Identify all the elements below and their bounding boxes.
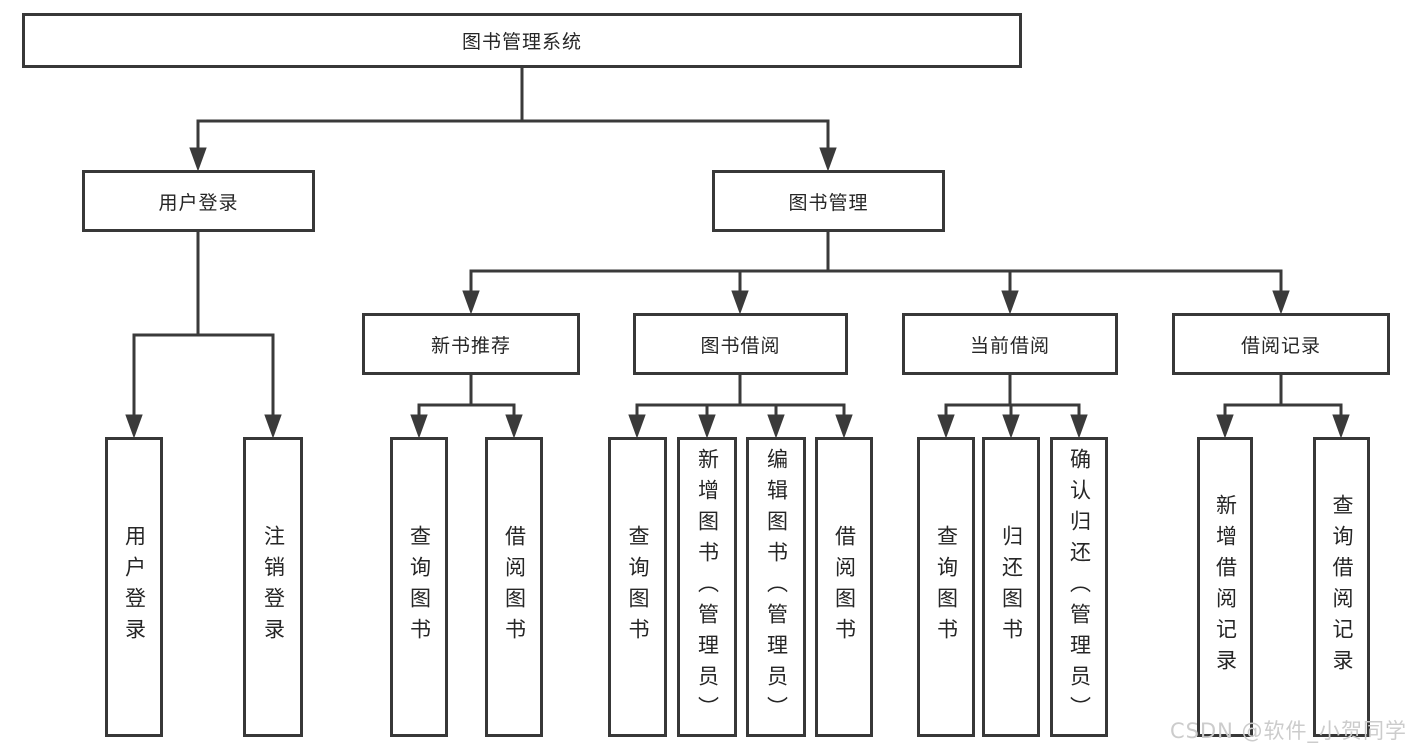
- leaf-edit-books-admin: 编辑图书（管理员）: [746, 437, 806, 737]
- leaf-query-borrow-record: 查询借阅记录: [1313, 437, 1370, 737]
- leaf-query-books-current-label: 查询图书: [934, 525, 959, 649]
- leaf-edit-books-admin-label: 编辑图书（管理员）: [764, 447, 789, 727]
- connector-new-book-rec-to-leaves: [410, 375, 523, 439]
- leaf-query-borrow-record-label: 查询借阅记录: [1330, 494, 1354, 680]
- leaf-query-books-borrow: 查询图书: [608, 437, 667, 737]
- node-user-login: 用户登录: [82, 170, 315, 232]
- leaf-add-books-admin-label: 新增图书（管理员）: [695, 447, 720, 727]
- connector-book-mgmt-to-level3: [462, 232, 1290, 315]
- leaf-confirm-return-admin: 确认归还（管理员）: [1050, 437, 1108, 737]
- node-current-borrowing: 当前借阅: [902, 313, 1118, 375]
- leaf-query-books-recommend: 查询图书: [390, 437, 448, 737]
- node-book-borrowing-label: 图书借阅: [700, 334, 781, 357]
- node-user-login-label: 用户登录: [158, 191, 239, 214]
- leaf-add-books-admin: 新增图书（管理员）: [677, 437, 737, 737]
- node-current-borrowing-label: 当前借阅: [969, 334, 1050, 357]
- node-new-book-recommendation-label: 新书推荐: [430, 334, 511, 357]
- connector-current-borrow-to-leaves: [937, 375, 1088, 439]
- leaf-query-books-borrow-label: 查询图书: [626, 525, 650, 649]
- leaf-add-borrow-record-label: 新增借阅记录: [1213, 494, 1238, 680]
- leaf-borrow-books-label: 借阅图书: [832, 525, 857, 649]
- node-new-book-recommendation: 新书推荐: [362, 313, 580, 375]
- leaf-add-borrow-record: 新增借阅记录: [1197, 437, 1253, 737]
- leaf-borrow-books: 借阅图书: [815, 437, 873, 737]
- leaf-borrow-books-recommend-label: 借阅图书: [502, 525, 527, 649]
- leaf-user-login: 用户登录: [105, 437, 163, 737]
- leaf-borrow-books-recommend: 借阅图书: [485, 437, 543, 737]
- connector-root-to-level2: [189, 68, 837, 172]
- node-book-management: 图书管理: [712, 170, 945, 232]
- connector-borrow-records-to-leaves: [1216, 375, 1350, 439]
- leaf-return-books: 归还图书: [982, 437, 1040, 737]
- leaf-logout-login: 注销登录: [243, 437, 303, 737]
- node-book-borrowing: 图书借阅: [633, 313, 848, 375]
- leaf-user-login-label: 用户登录: [122, 525, 147, 649]
- node-root-label: 图书管理系统: [461, 31, 582, 53]
- leaf-logout-login-label: 注销登录: [261, 525, 286, 649]
- node-root: 图书管理系统: [22, 13, 1022, 68]
- leaf-query-books-current: 查询图书: [917, 437, 975, 737]
- leaf-confirm-return-admin-label: 确认归还（管理员）: [1067, 447, 1092, 727]
- leaf-query-books-recommend-label: 查询图书: [407, 525, 432, 649]
- node-borrowing-records-label: 借阅记录: [1240, 334, 1321, 357]
- csdn-watermark: CSDN @软件_小贺同学: [1170, 719, 1405, 743]
- connector-user-login-to-leaves: [125, 232, 282, 439]
- leaf-return-books-label: 归还图书: [999, 525, 1024, 649]
- connector-book-borrow-to-leaves: [628, 375, 853, 439]
- node-book-management-label: 图书管理: [788, 191, 869, 214]
- node-borrowing-records: 借阅记录: [1172, 313, 1390, 375]
